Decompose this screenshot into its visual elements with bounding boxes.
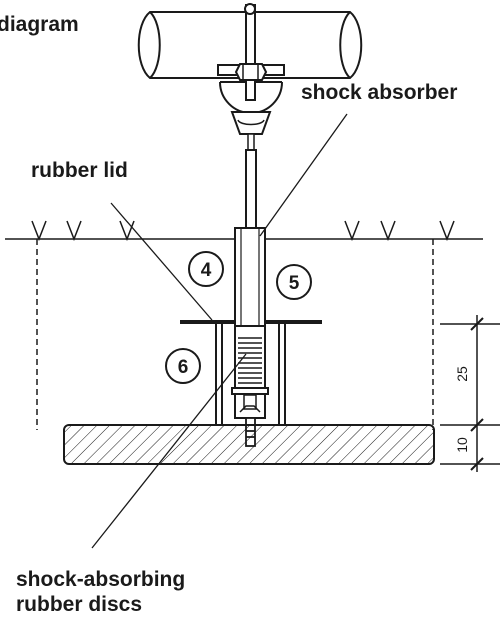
- callout-6-number: 6: [178, 357, 189, 378]
- title-fragment: diagram: [0, 13, 79, 36]
- dimension-upper-value: 25: [454, 366, 470, 382]
- discs-label-line1: shock-absorbing: [16, 568, 185, 591]
- callout-4-number: 4: [201, 260, 212, 281]
- leader-lines: [91, 113, 348, 549]
- excavation-outline: [36, 239, 434, 430]
- callout-4: 4: [188, 251, 224, 287]
- concrete-foundation: [63, 424, 435, 465]
- dimension-lines: [440, 315, 500, 472]
- discs-label-line2: rubber discs: [16, 593, 142, 616]
- shock-absorber-tube: [234, 227, 266, 329]
- rubber-disc-stack: [231, 325, 269, 419]
- dimension-lower-value: 10: [454, 437, 470, 453]
- shock-absorber-label: shock absorber: [301, 81, 457, 104]
- protective-sleeve: [215, 320, 286, 425]
- callout-5-number: 5: [289, 273, 300, 294]
- rubber-lid-label: rubber lid: [31, 159, 128, 182]
- callout-6: 6: [165, 348, 201, 384]
- callout-5: 5: [276, 264, 312, 300]
